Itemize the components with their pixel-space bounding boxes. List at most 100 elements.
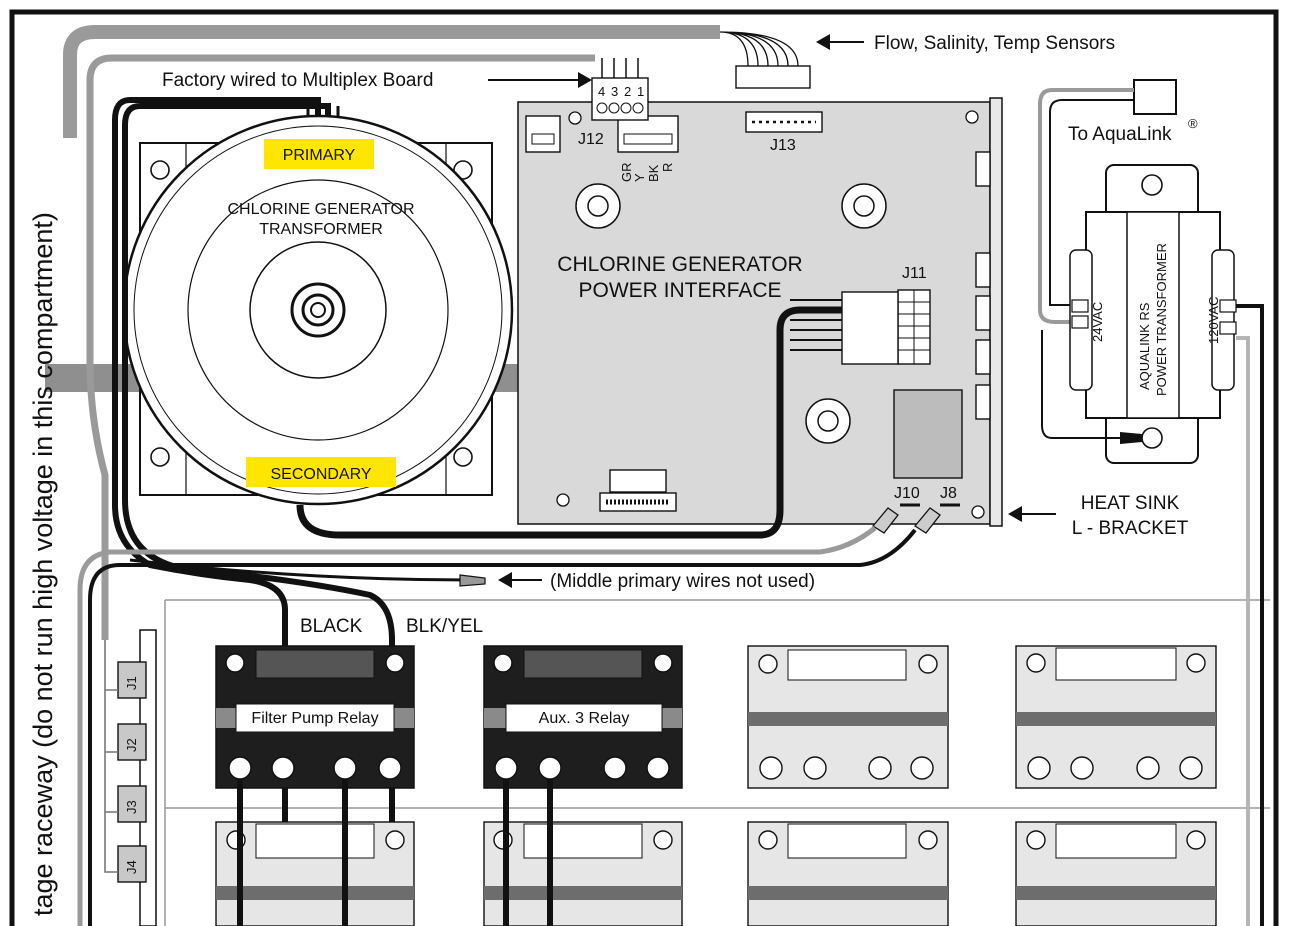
relay-band <box>748 886 948 900</box>
j12-pin-2: 2 <box>624 84 631 99</box>
sensor-wires <box>719 31 799 67</box>
sensor-plug <box>735 65 811 89</box>
terminal-120vac <box>1219 299 1237 313</box>
registered-mark: ® <box>1188 116 1198 131</box>
relay-screw-icon <box>493 653 513 673</box>
j12-header-pins <box>623 133 673 145</box>
relay-empty[interactable] <box>747 645 949 789</box>
sensor-arrowhead-icon <box>816 34 830 50</box>
secondary-highlight <box>246 457 396 487</box>
jumper-wires <box>104 640 118 873</box>
relay-label-plate <box>505 703 663 733</box>
factory-wired-label: Factory wired to Multiplex Board <box>162 70 433 91</box>
aux3-relay[interactable]: Aux. 3 Relay <box>483 645 683 789</box>
jumper-j2-label: J2 <box>124 738 139 752</box>
middle-wires-label: (Middle primary wires not used) <box>550 571 815 592</box>
board-screw-icon <box>568 111 582 125</box>
relay-load-wires <box>237 779 553 926</box>
120vac-wire-gray <box>1236 336 1250 926</box>
relay-coil <box>255 823 375 859</box>
primary-highlight <box>264 139 374 169</box>
j12-terminal-icon <box>620 102 632 114</box>
j12-terminal-icon <box>632 102 644 114</box>
relay-terminal-icon <box>803 756 827 780</box>
filter-pump-relay[interactable]: Filter Pump Relay <box>215 645 415 789</box>
jumper-j3-label: J3 <box>124 800 139 814</box>
jumper-j1[interactable] <box>117 661 147 699</box>
j8-terminal-icon <box>914 507 941 534</box>
jumper-j3[interactable] <box>117 785 147 823</box>
filter-pump-relay-label: Filter Pump Relay <box>251 710 378 727</box>
relay-screw-icon <box>918 654 938 674</box>
aqualink-cable-box <box>1133 79 1177 115</box>
heat-sink-arrowhead-icon <box>1008 506 1022 522</box>
relay-screw-icon <box>385 830 405 850</box>
jumper-j2[interactable] <box>117 723 147 761</box>
transformer-ring <box>187 179 449 441</box>
factory-wired-arrowhead-icon <box>578 72 592 88</box>
j13-header <box>745 111 823 133</box>
middle-wire-end-icon <box>459 574 486 587</box>
relay-terminal-icon <box>494 756 518 780</box>
transformer-bolt-icon <box>310 302 326 318</box>
relay-screw-icon <box>225 653 245 673</box>
heat-sink-label-line2: L - BRACKET <box>1072 518 1189 539</box>
relay-band <box>748 712 948 726</box>
jumper-j1-label: J1 <box>124 676 139 690</box>
relay-screw-icon <box>385 653 405 673</box>
wire-color-y: Y <box>632 173 647 182</box>
relay-coil <box>255 649 375 679</box>
j8-lead <box>88 528 917 926</box>
vac24-label: 24VAC <box>1090 302 1105 342</box>
relay-terminal-icon <box>378 756 402 780</box>
j12-wires <box>601 58 639 78</box>
relay-terminal-icon <box>228 756 252 780</box>
blkyel-wire-label: BLK/YEL <box>406 616 483 637</box>
relay-coil <box>1055 823 1177 859</box>
transformer-ring <box>249 241 387 379</box>
primary-label: PRIMARY <box>283 147 356 164</box>
interface-title-line2: POWER INTERFACE <box>578 279 781 302</box>
ground-screw-icon <box>1141 427 1163 449</box>
ground-wire <box>1041 330 1120 439</box>
relay-empty[interactable] <box>483 821 683 926</box>
secondary-wire-bundle <box>296 306 842 539</box>
ground-lug-icon <box>1120 432 1142 444</box>
relay-band <box>216 886 414 900</box>
aqualink-cable-black <box>1049 99 1134 306</box>
relay-screw-icon <box>918 830 938 850</box>
j12-pin-4: 4 <box>598 84 605 99</box>
relay-screw-icon <box>758 830 778 850</box>
j11-label: J11 <box>902 265 927 282</box>
relay-terminal-icon <box>759 756 783 780</box>
relay-empty[interactable] <box>1015 645 1217 789</box>
interface-title-line1: CHLORINE GENERATOR <box>557 253 802 276</box>
primary-wire-blkyel <box>122 103 395 926</box>
jumper-j4[interactable] <box>117 845 147 883</box>
j12-label: J12 <box>578 131 604 148</box>
terminal-120vac <box>1219 321 1237 335</box>
jumper-strip: J1 J2 J3 J4 <box>104 629 157 926</box>
to-aqualink-label: To AquaLink <box>1068 124 1172 145</box>
plate-screw-icon <box>453 447 473 467</box>
relay-empty[interactable] <box>215 821 415 926</box>
j12-terminal-icon <box>596 102 608 114</box>
heat-sink-tab <box>975 339 991 375</box>
secondary-plug <box>609 469 667 493</box>
relay-coil <box>787 649 907 681</box>
heat-sink-block <box>893 389 963 479</box>
aux3-relay-label: Aux. 3 Relay <box>539 710 630 727</box>
relay-empty[interactable] <box>1015 821 1217 926</box>
sensors-label: Flow, Salinity, Temp Sensors <box>874 33 1115 54</box>
j8-label: J8 <box>940 485 957 502</box>
heat-sink-tab <box>975 295 991 331</box>
plate-screw-icon <box>150 160 170 180</box>
relay-terminal-icon <box>868 756 892 780</box>
transformer-title-line2: TRANSFORMER <box>259 221 383 238</box>
relay-empty[interactable] <box>747 821 949 926</box>
black-wire-label: BLACK <box>300 616 363 637</box>
aqualink-screw-icon <box>1141 174 1163 196</box>
relay-terminal-icon <box>333 756 357 780</box>
j11-plug <box>841 291 899 365</box>
